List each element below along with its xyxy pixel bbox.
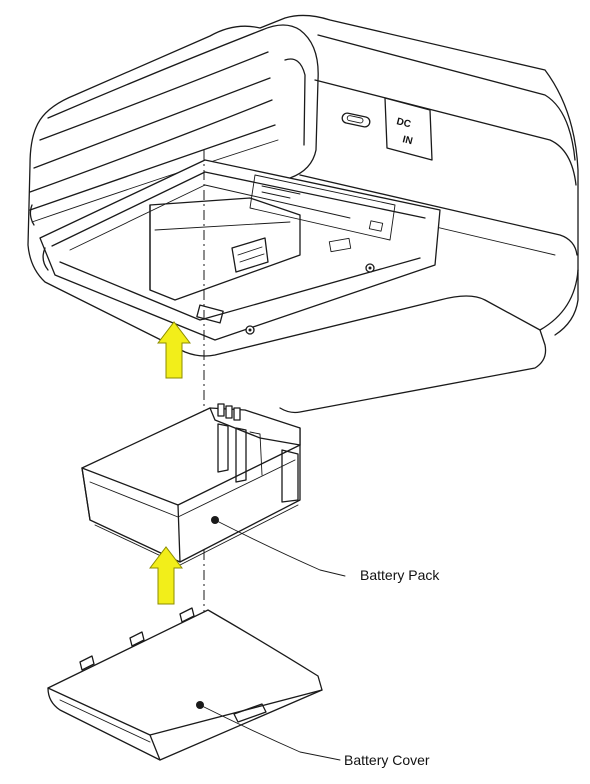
insert-arrow-icon bbox=[148, 546, 184, 605]
printer-body: DC IN bbox=[27, 14, 579, 414]
battery-pack bbox=[81, 403, 301, 566]
battery-cover-leader-line bbox=[199, 704, 341, 761]
battery-cover bbox=[47, 607, 323, 761]
dc-in-label-top: DC bbox=[395, 116, 412, 130]
insert-arrow-icon bbox=[156, 321, 192, 379]
battery-pack-leader-line bbox=[214, 519, 346, 577]
battery-cover-label: Battery Cover bbox=[344, 752, 430, 768]
dc-in-label-bottom: IN bbox=[401, 134, 413, 147]
battery-pack-label: Battery Pack bbox=[360, 567, 440, 583]
